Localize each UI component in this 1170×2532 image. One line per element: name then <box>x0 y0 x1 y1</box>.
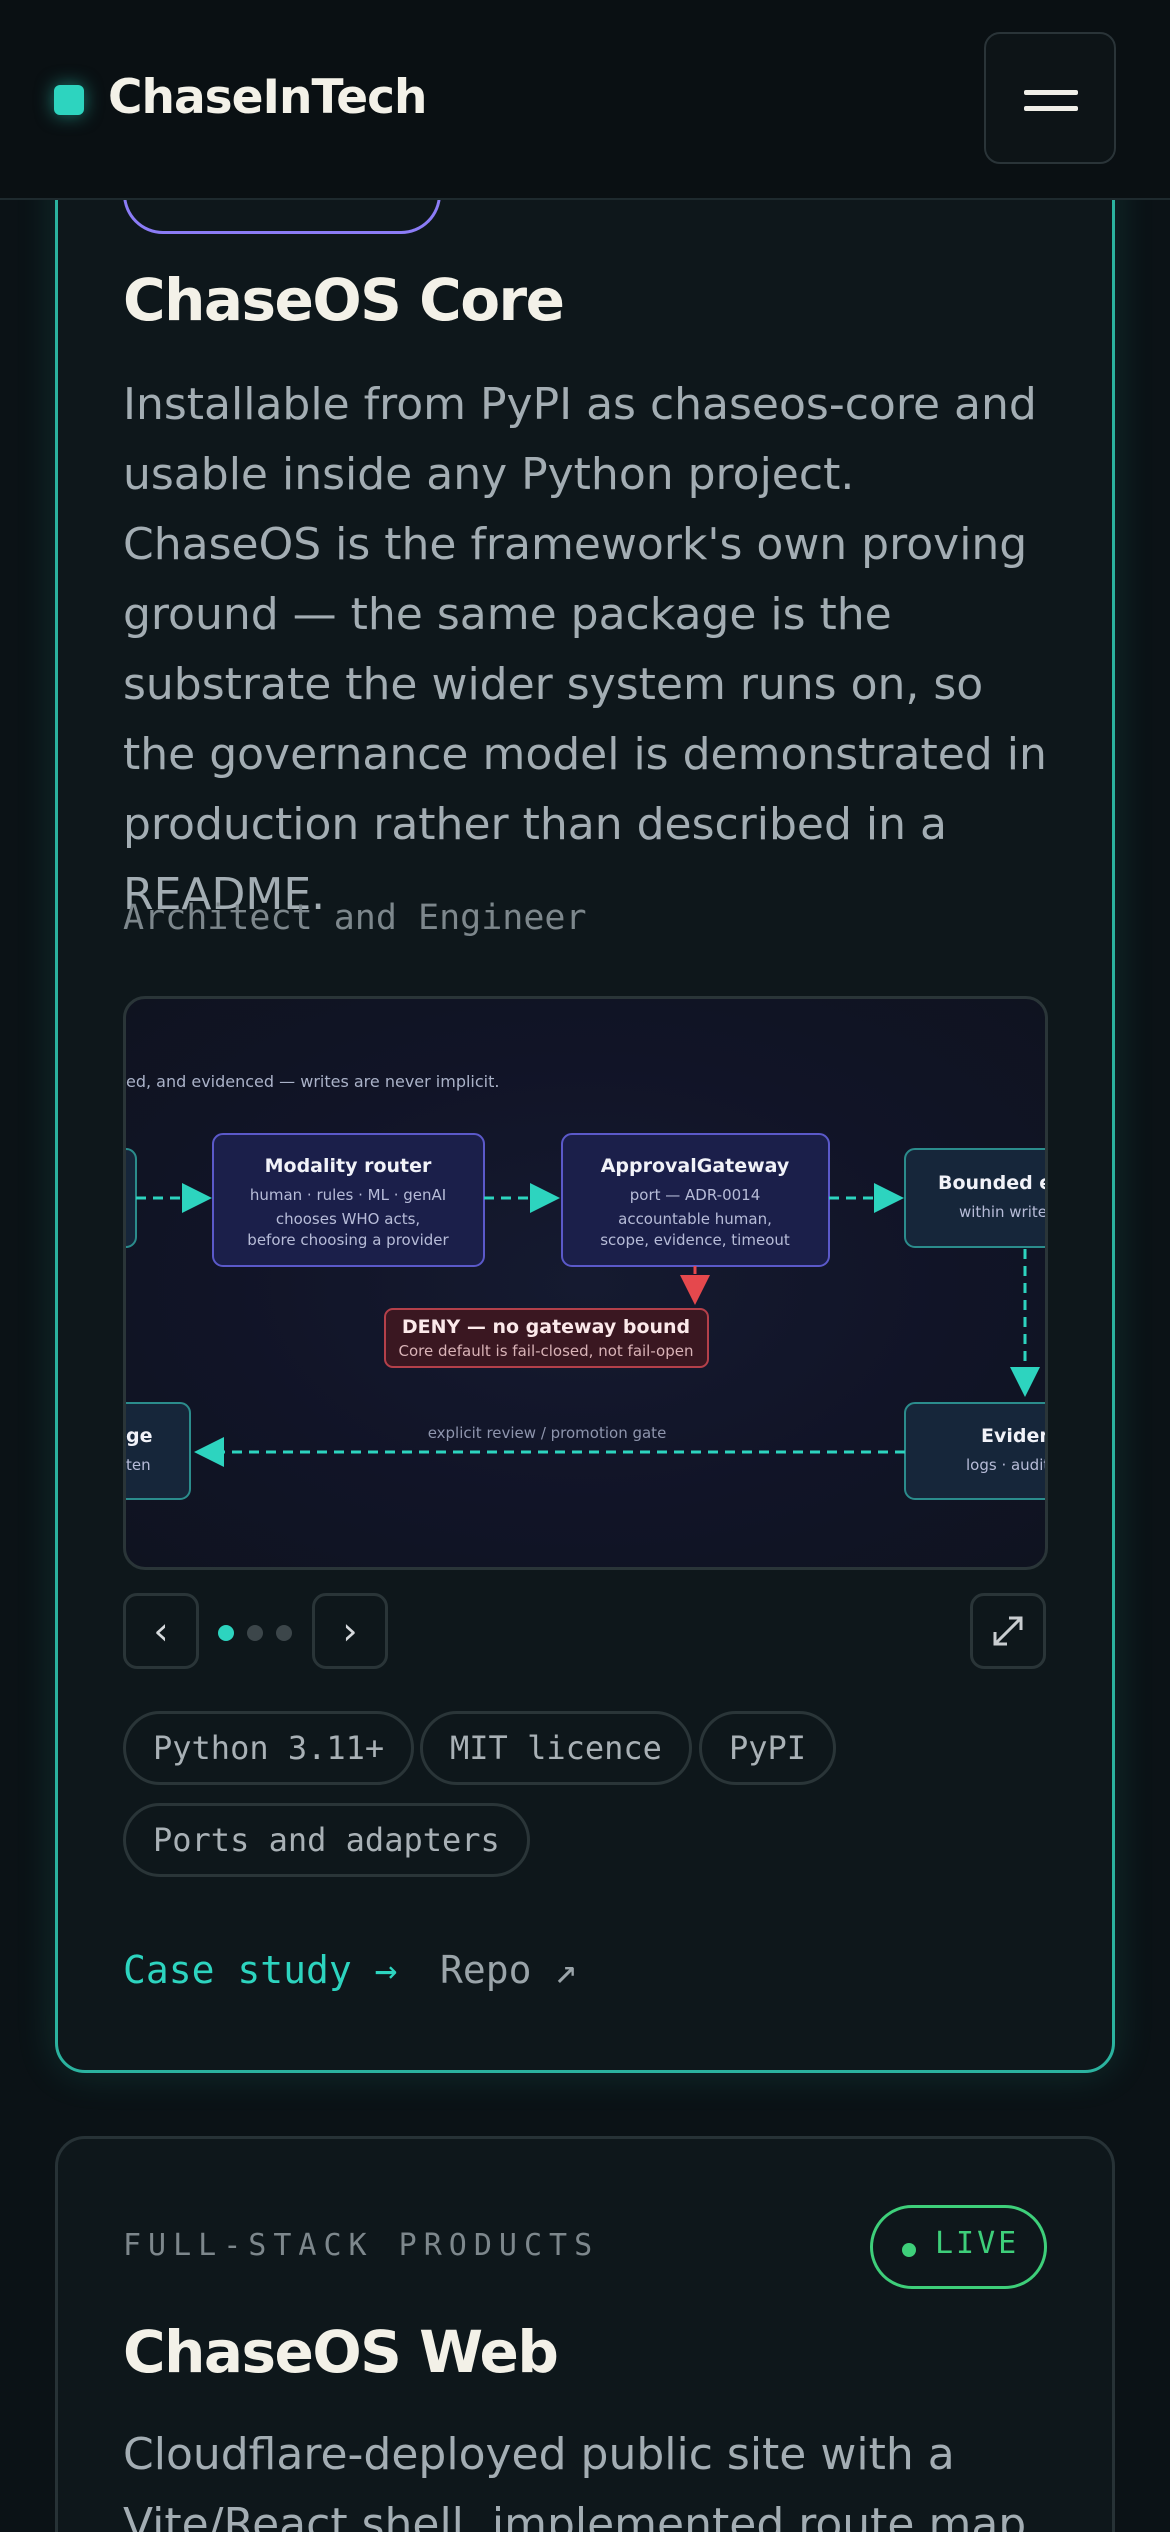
expand-button[interactable] <box>970 1593 1046 1669</box>
status-text: LIVE <box>935 2226 1020 2261</box>
tag-ports-adapters: Ports and adapters <box>123 1803 530 1877</box>
svg-text:DENY — no gateway bound: DENY — no gateway bound <box>402 1316 690 1338</box>
project-role: Architect and Engineer <box>123 898 587 938</box>
expand-icon <box>993 1616 1023 1646</box>
project-description: Cloudflare-deployed public site with a V… <box>123 2429 1027 2532</box>
project-description: Installable from PyPI as chaseos-core an… <box>123 379 1047 920</box>
svg-text:Eviden: Eviden <box>981 1425 1048 1447</box>
review-label: explicit review / promotion gate <box>428 1424 667 1442</box>
svg-text:ApprovalGateway: ApprovalGateway <box>601 1155 790 1177</box>
carousel-next-button[interactable]: › <box>312 1593 388 1669</box>
hamburger-menu-icon <box>1024 106 1078 111</box>
svg-text:accountable human,: accountable human, <box>618 1210 772 1228</box>
svg-text:ge: ge <box>126 1425 153 1447</box>
carousel-dot-1[interactable] <box>218 1625 234 1641</box>
tag-licence: MIT licence <box>420 1711 692 1785</box>
menu-button[interactable] <box>984 32 1116 164</box>
architecture-diagram[interactable]: ed, and evidenced — writes are never imp… <box>123 996 1048 1570</box>
carousel-dot-2[interactable] <box>247 1625 263 1641</box>
svg-text:Core default is fail-closed, n: Core default is fail-closed, not fail-op… <box>399 1342 694 1360</box>
carousel-prev-button[interactable]: ‹ <box>123 1593 199 1669</box>
status-badge: LIVE <box>870 2205 1047 2289</box>
svg-text:before choosing a provider: before choosing a provider <box>247 1231 449 1249</box>
svg-text:human · rules · ML · genAI: human · rules · ML · genAI <box>250 1186 446 1204</box>
case-study-link[interactable]: Case study → <box>123 1948 398 1992</box>
carousel-dot-3[interactable] <box>276 1625 292 1641</box>
svg-text:chooses WHO acts,: chooses WHO acts, <box>276 1210 420 1228</box>
site-header: ChaseInTech <box>0 0 1170 200</box>
svg-text:Bounded ex: Bounded ex <box>938 1172 1048 1194</box>
node-deny <box>384 1308 709 1368</box>
svg-text:Modality router: Modality router <box>265 1155 432 1177</box>
node-stage <box>126 1402 191 1500</box>
node-bounded-execution <box>904 1148 1045 1248</box>
project-title: ChaseOS Web <box>123 2318 559 2386</box>
live-dot-icon <box>902 2243 916 2257</box>
svg-text:within write: within write <box>959 1203 1047 1221</box>
diagram-svg: ed, and evidenced — writes are never imp… <box>126 1072 1048 1500</box>
brand-name[interactable]: ChaseInTech <box>108 70 427 125</box>
svg-text:scope, evidence, timeout: scope, evidence, timeout <box>600 1231 790 1249</box>
repo-link[interactable]: Repo ↗ <box>440 1948 578 1992</box>
svg-text:ten: ten <box>126 1456 151 1474</box>
tag-python: Python 3.11+ <box>123 1711 415 1785</box>
node-evidence <box>904 1402 1045 1500</box>
hamburger-menu-icon <box>1024 90 1078 95</box>
diagram-caption: ed, and evidenced — writes are never imp… <box>126 1072 499 1091</box>
project-category: FULL-STACK PRODUCTS <box>123 2228 600 2263</box>
node-modality-router <box>212 1133 485 1267</box>
project-card-chaseos-web <box>55 2136 1115 2532</box>
svg-text:logs · audits ·: logs · audits · <box>966 1456 1048 1474</box>
svg-text:port — ADR-0014: port — ADR-0014 <box>630 1186 761 1204</box>
brand-logo-icon <box>54 85 84 115</box>
node-partial-left <box>126 1148 137 1248</box>
project-title: ChaseOS Core <box>123 266 565 334</box>
tag-pypi: PyPI <box>699 1711 837 1785</box>
